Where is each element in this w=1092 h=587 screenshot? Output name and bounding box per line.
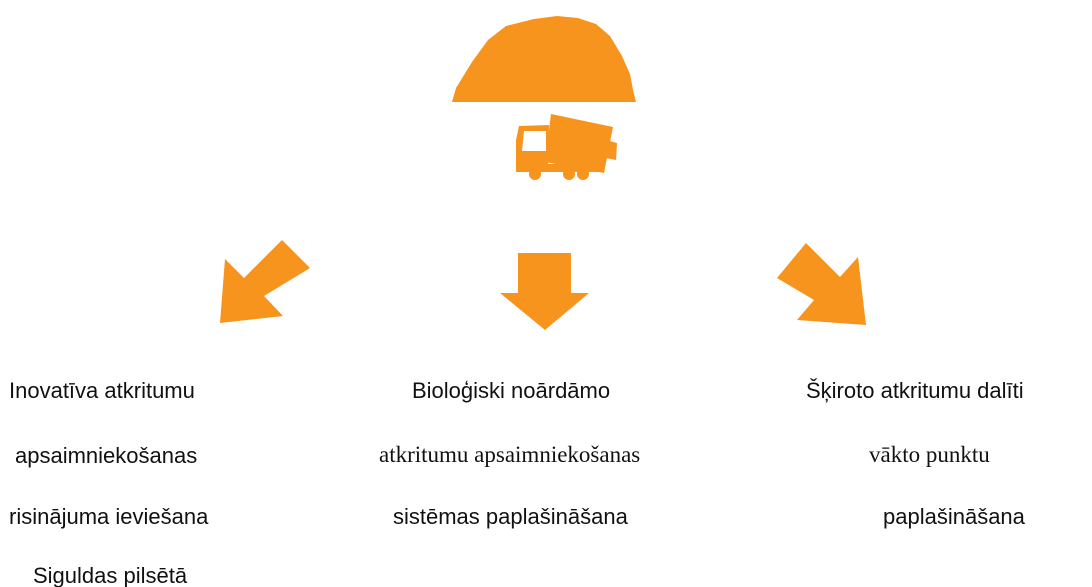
arrow-down-left-icon <box>220 240 310 323</box>
left-line-4: Siguldas pilsētā <box>33 563 188 587</box>
arrow-down-icon <box>500 253 589 330</box>
middle-line-1: Bioloģiski noārdāmo <box>412 378 611 403</box>
right-line-1: Šķiroto atkritumu dalīti <box>806 378 1024 403</box>
waste-pile-icon <box>452 16 636 102</box>
middle-line-2: atkritumu apsaimniekošanas <box>379 442 641 467</box>
truck-wheel <box>529 168 541 180</box>
left-line-3: risinājuma ieviešana <box>9 504 209 529</box>
left-line-1: Inovatīva atkritumu <box>9 378 195 403</box>
right-line-3: paplašināšana <box>883 504 1025 529</box>
middle-line-3: sistēmas paplašināšana <box>393 504 628 529</box>
garbage-truck-icon <box>516 114 617 180</box>
truck-wheel <box>577 168 589 180</box>
left-line-2: apsaimniekošanas <box>15 443 198 468</box>
right-line-2: vākto punktu <box>869 442 990 467</box>
truck-window <box>522 131 546 151</box>
arrow-down-right-icon <box>777 243 866 325</box>
truck-wheel <box>563 168 575 180</box>
